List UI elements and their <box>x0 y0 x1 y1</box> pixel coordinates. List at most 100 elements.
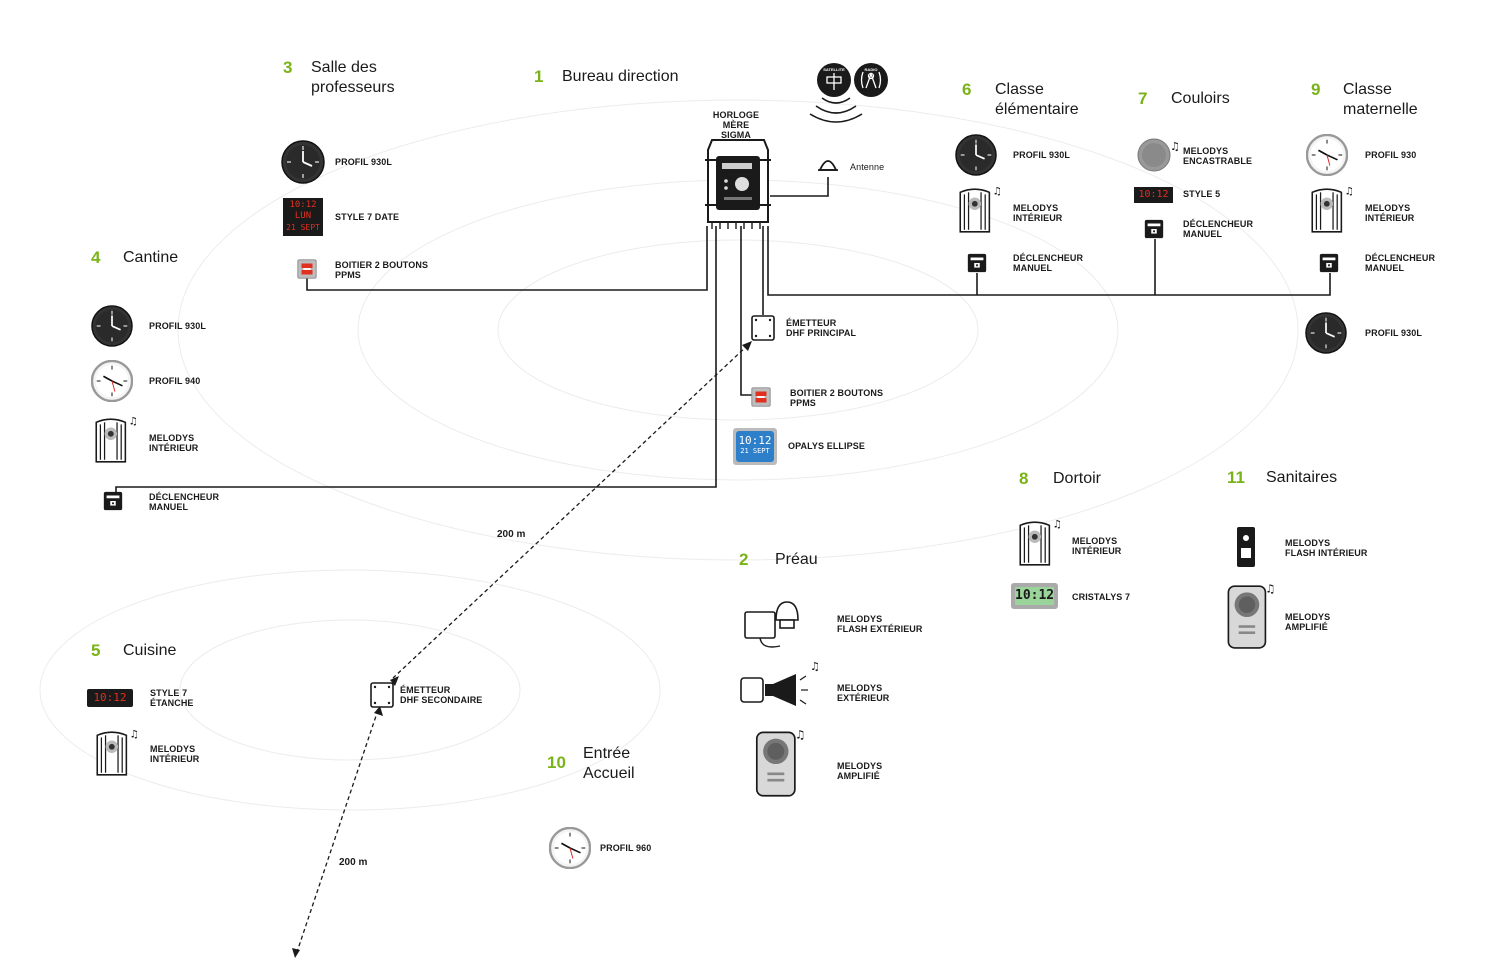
section-number: 11 <box>1227 468 1245 487</box>
melodys-amplifie-speaker-icon[interactable] <box>1227 581 1276 649</box>
style7-date-date: 21 SEPT <box>286 223 320 232</box>
melodys-interieur-speaker-icon[interactable] <box>1019 517 1063 566</box>
section-number: 4 <box>91 248 101 267</box>
s2-ampli-label: MELODYS AMPLIFIÉ <box>837 761 883 781</box>
section-preau: 2 Préau <box>739 550 818 570</box>
radio-badge-label: RADIO <box>864 67 878 72</box>
opalys-ellipse-display-icon[interactable] <box>733 428 777 465</box>
profil-960-clock-icon[interactable] <box>549 827 591 869</box>
s4-profil940-label: PROFIL 940 <box>149 376 201 386</box>
section-number: 1 <box>534 67 544 86</box>
antenna-label: Antenne <box>850 162 885 172</box>
s7-style5-label: STYLE 5 <box>1183 189 1221 199</box>
section-number: 5 <box>91 641 101 660</box>
melodys-interieur-speaker-icon[interactable] <box>959 184 1003 233</box>
section-number: 10 <box>547 753 566 772</box>
s2-flash-label: MELODYS FLASH EXTÉRIEUR <box>837 614 923 634</box>
s9-profil930l-label: PROFIL 930L <box>1365 328 1422 338</box>
section-title: Préau <box>775 551 818 568</box>
declencheur-manuel-icon[interactable] <box>103 491 123 511</box>
profil-930l-clock-icon[interactable] <box>955 134 997 176</box>
section-number: 8 <box>1019 469 1029 488</box>
style5-display-icon[interactable] <box>1134 187 1173 203</box>
s3-style7-label: STYLE 7 DATE <box>335 212 400 222</box>
section-title: Salle des professeurs <box>311 59 395 96</box>
s7-melodys-label: MELODYS ENCASTRABLE <box>1183 146 1253 166</box>
style7-etanche-time: 10:12 <box>93 691 127 704</box>
melodys-interieur-speaker-icon[interactable] <box>1311 184 1355 233</box>
s1-opalys-label: OPALYS ELLIPSE <box>788 441 865 451</box>
section-number: 6 <box>962 80 972 99</box>
s4-melodys-label: MELODYS INTÉRIEUR <box>149 433 199 453</box>
distance-label: 200 m <box>497 529 526 540</box>
section-dortoir: 8 Dortoir <box>1019 469 1101 489</box>
s2-exterieur-label: MELODYS EXTÉRIEUR <box>837 683 890 703</box>
profil-930-clock-icon[interactable] <box>1306 134 1348 176</box>
cristalys-7-display-icon[interactable] <box>1011 583 1058 609</box>
melodys-encastrable-speaker-icon[interactable]: ♫ <box>1137 138 1180 172</box>
emetteur-principal-label: ÉMETTEUR DHF PRINCIPAL <box>786 318 857 338</box>
declencheur-manuel-icon[interactable] <box>1319 253 1339 273</box>
section-title: Dortoir <box>1053 470 1102 487</box>
section-cantine: 4 Cantine <box>91 248 178 268</box>
sigma-master-clock-icon[interactable] <box>705 139 771 229</box>
section-title: Cuisine <box>123 642 177 659</box>
boitier-ppms-icon[interactable] <box>297 259 317 279</box>
s4-declencheur-label: DÉCLENCHEUR MANUEL <box>149 492 220 512</box>
profil-930l-clock-icon[interactable] <box>1305 312 1347 354</box>
s4-profil930l-label: PROFIL 930L <box>149 321 206 331</box>
svg-text:♫: ♫ <box>1170 140 1180 153</box>
antenna-icon <box>818 160 838 171</box>
melodys-flash-exterieur-icon[interactable] <box>744 601 799 648</box>
section-entree-accueil: 10 Entrée Accueil <box>547 744 635 784</box>
s6-profil-label: PROFIL 930L <box>1013 150 1070 160</box>
profil-930l-clock-icon[interactable] <box>91 305 133 347</box>
melodys-flash-interieur-icon[interactable] <box>1237 527 1255 567</box>
emetteur-dhf-principal-icon[interactable] <box>751 315 775 341</box>
emetteur-dhf-secondaire-icon[interactable] <box>370 682 394 708</box>
section-cuisine: 5 Cuisine <box>91 641 176 661</box>
style5-time: 10:12 <box>1138 189 1169 200</box>
style7-date-display-icon[interactable] <box>283 198 323 236</box>
declencheur-manuel-icon[interactable] <box>1144 219 1164 239</box>
s11-ampli-label: MELODYS AMPLIFIÉ <box>1285 612 1331 632</box>
s5-melodys-label: MELODYS INTÉRIEUR <box>150 744 200 764</box>
section-classe-elementaire: 6 Classe élémentaire <box>962 80 1079 120</box>
s9-declencheur-label: DÉCLENCHEUR MANUEL <box>1365 253 1436 273</box>
s7-declencheur-label: DÉCLENCHEUR MANUEL <box>1183 219 1254 239</box>
style7-etanche-display-icon[interactable] <box>87 689 133 707</box>
profil-940-clock-icon[interactable] <box>91 360 133 402</box>
profil-930l-clock-icon[interactable] <box>281 140 325 184</box>
section-title: Cantine <box>123 249 179 266</box>
section-title: Bureau direction <box>562 68 679 85</box>
s6-declencheur-label: DÉCLENCHEUR MANUEL <box>1013 253 1084 273</box>
section-number: 9 <box>1311 80 1321 99</box>
section-number: 7 <box>1138 89 1148 108</box>
wireless-links <box>295 344 749 956</box>
s11-flash-label: MELODYS FLASH INTÉRIEUR <box>1285 538 1368 558</box>
section-title: Sanitaires <box>1266 469 1338 486</box>
melodys-interieur-speaker-icon[interactable] <box>95 414 139 463</box>
declencheur-manuel-icon[interactable] <box>967 253 987 273</box>
distance-label: 200 m <box>339 857 368 868</box>
melodys-amplifie-speaker-icon[interactable] <box>755 726 807 797</box>
cristalys-time: 10:12 <box>1015 588 1055 603</box>
boitier-ppms-icon[interactable] <box>751 387 771 407</box>
s10-profil-label: PROFIL 960 <box>600 843 652 853</box>
s1-boitier-label: BOITIER 2 BOUTONS PPMS <box>790 388 884 408</box>
s3-boitier-label: BOITIER 2 BOUTONS PPMS <box>335 260 429 280</box>
s3-profil-label: PROFIL 930L <box>335 157 392 167</box>
section-couloirs: 7 Couloirs <box>1138 89 1230 109</box>
melodys-exterieur-horn-icon[interactable]: ♫ <box>740 660 820 706</box>
section-title: Classe maternelle <box>1343 81 1418 118</box>
style7-date-screen: 10:12 LUN 21 SEPT <box>283 200 323 233</box>
s6-melodys-label: MELODYS INTÉRIEUR <box>1013 203 1063 223</box>
svg-text:♫: ♫ <box>810 660 820 673</box>
style7-date-day: LUN <box>294 211 312 221</box>
wireless-arrowheads <box>292 341 752 958</box>
melodys-interieur-speaker-icon[interactable] <box>96 727 140 776</box>
section-number: 3 <box>283 58 293 77</box>
s8-cristalys-label: CRISTALYS 7 <box>1072 592 1131 602</box>
